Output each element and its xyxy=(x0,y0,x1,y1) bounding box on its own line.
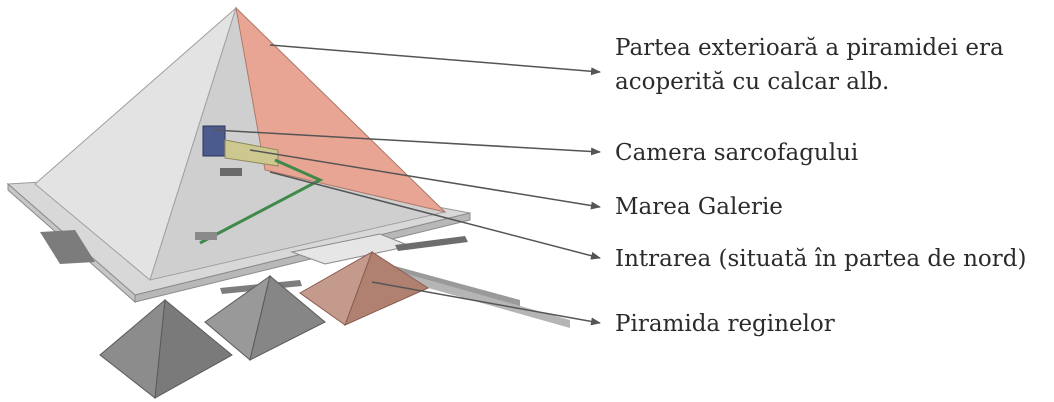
label-queens-pyramid: Piramida reginelor xyxy=(615,311,835,337)
queens-pyramid-2 xyxy=(204,274,326,361)
queens-pyramid-1 xyxy=(99,298,233,399)
label-exterior-line-1: Partea exterioară a piramidei era xyxy=(615,35,1004,61)
leader-line-entrance xyxy=(269,171,601,260)
leader-line-exterior xyxy=(269,44,601,76)
label-grand-gallery: Marea Galerie xyxy=(615,194,783,220)
subterranean-chamber xyxy=(195,232,217,240)
queens-pyramid-3 xyxy=(299,250,430,326)
label-exterior-line-2: acoperită cu calcar alb. xyxy=(615,69,889,95)
boat-pit-1 xyxy=(395,236,468,251)
pyramid-face-right xyxy=(235,6,447,213)
pyramid-illustration xyxy=(6,6,570,399)
label-entrance: Intrarea (situată în partea de nord) xyxy=(615,246,1026,272)
causeway xyxy=(380,262,520,306)
leader-line-sarcophagus xyxy=(213,129,601,156)
label-sarcophagus-chamber: Camera sarcofagului xyxy=(615,140,858,166)
queens-chamber xyxy=(220,168,242,176)
leader-line-gallery xyxy=(249,149,601,210)
leader-lines xyxy=(213,44,601,326)
grand-gallery xyxy=(224,139,279,167)
causeway-lower xyxy=(400,272,570,328)
foundation-slab xyxy=(40,230,95,264)
labels: Partea exterioară a piramidei era acoper… xyxy=(615,35,1026,337)
leader-line-queens xyxy=(371,281,601,326)
